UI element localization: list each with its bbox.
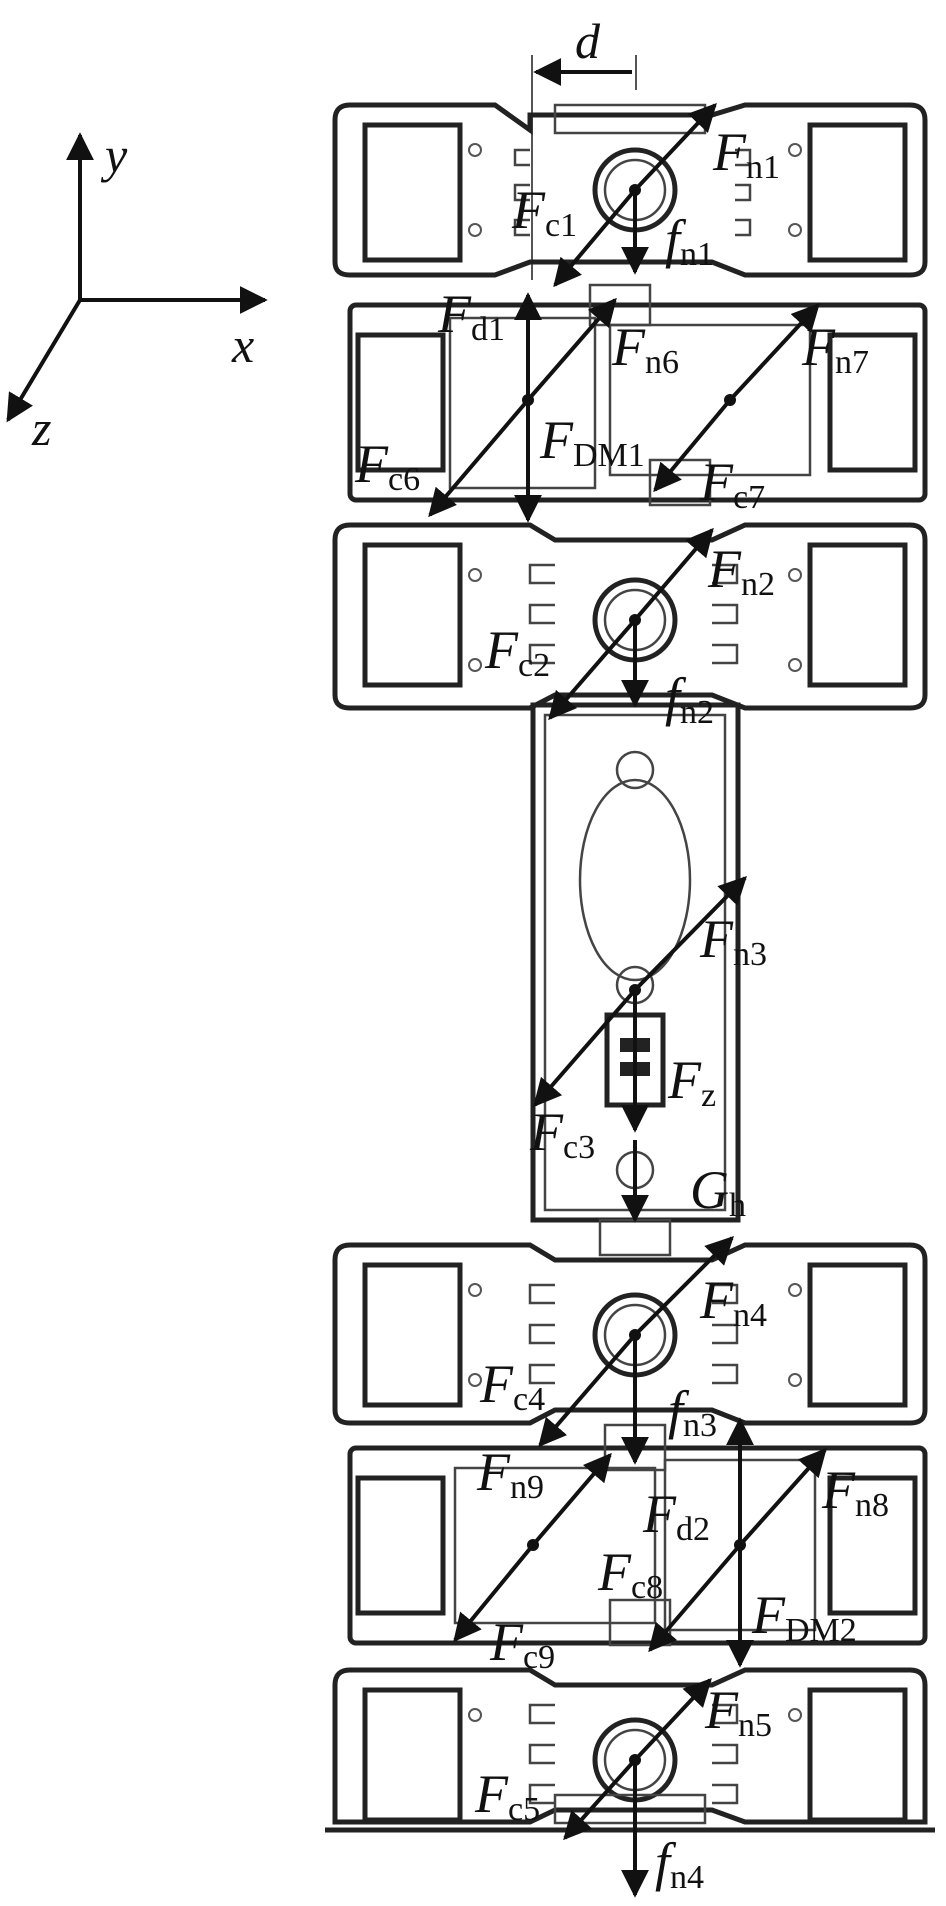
label-Fn2: Fn2 [707, 539, 775, 603]
label-Fd1: Fd1 [437, 284, 505, 348]
label-Fc7: Fc7 [699, 452, 765, 516]
foot-module-2 [332, 522, 928, 711]
Fc7-arrow [653, 398, 732, 493]
label-fn2: fn2 [665, 667, 714, 731]
label-Fn9: Fn9 [476, 1442, 544, 1506]
x-axis-label: x [231, 317, 254, 373]
Fn3-arrow [633, 876, 747, 992]
label-Fn6: Fn6 [611, 317, 679, 381]
label-FDM1: FDM1 [539, 410, 645, 474]
foot-module-1 [332, 102, 928, 278]
force-labels: Fn1 Fc1 fn1 Fd1 Fn6 Fn7 FDM1 Fc6 Fc7 Fn2… [354, 122, 889, 1896]
Fn5-arrow [633, 1677, 712, 1762]
Fn1-arrow [633, 102, 717, 192]
coordinate-axes: y x z [6, 127, 268, 456]
label-Fn3: Fn3 [699, 909, 767, 973]
Fc8-arrow [648, 1543, 742, 1653]
dimension-label: d [575, 13, 601, 69]
label-Fc2: Fc2 [484, 620, 550, 684]
label-fn4: fn4 [655, 1832, 704, 1896]
Fc3-arrow [533, 988, 637, 1108]
dimension-d: d [531, 13, 637, 280]
label-Fc8: Fc8 [597, 1542, 663, 1606]
label-Fc6: Fc6 [354, 434, 420, 498]
label-Fd2: Fd2 [642, 1484, 710, 1548]
label-Fc4: Fc4 [479, 1354, 545, 1418]
label-Fn1: Fn1 [712, 122, 780, 186]
Fc5-arrow [563, 1758, 637, 1841]
label-Fn8: Fn8 [821, 1460, 889, 1524]
label-Fz: Fz [667, 1050, 716, 1114]
Fn4-arrow [633, 1236, 734, 1337]
Fn2-arrow [633, 527, 714, 622]
foot-module-4 [325, 1667, 935, 1833]
label-fn3: fn3 [668, 1380, 717, 1444]
drive-module-1 [347, 283, 928, 507]
foot-module-3 [332, 1242, 928, 1426]
y-axis-label: y [100, 127, 128, 183]
label-fn1: fn1 [665, 209, 714, 273]
Fc9-arrow [453, 1543, 535, 1643]
Fc4-arrow [538, 1333, 637, 1448]
label-Fn5: Fn5 [704, 1680, 772, 1744]
Fc2-arrow [548, 618, 637, 721]
label-Fc3: Fc3 [529, 1102, 595, 1166]
Fn8-arrow [738, 1447, 827, 1547]
Fc6-arrow [428, 398, 530, 518]
Fn9-arrow [531, 1452, 612, 1547]
label-Fc5: Fc5 [474, 1764, 540, 1828]
label-Fn7: Fn7 [801, 317, 869, 381]
Fn7-arrow [728, 302, 820, 402]
label-Fc1: Fc1 [511, 180, 577, 244]
label-FDM2: FDM2 [751, 1585, 857, 1649]
label-Gh: Gh [690, 1160, 746, 1224]
Fn6-arrow [526, 297, 617, 402]
z-axis-label: z [31, 400, 51, 456]
force-vectors [428, 102, 827, 1898]
Fc1-arrow [553, 188, 637, 288]
label-Fc9: Fc9 [489, 1612, 555, 1676]
label-Fn4: Fn4 [699, 1270, 767, 1334]
z-axis-arrow [6, 298, 82, 423]
